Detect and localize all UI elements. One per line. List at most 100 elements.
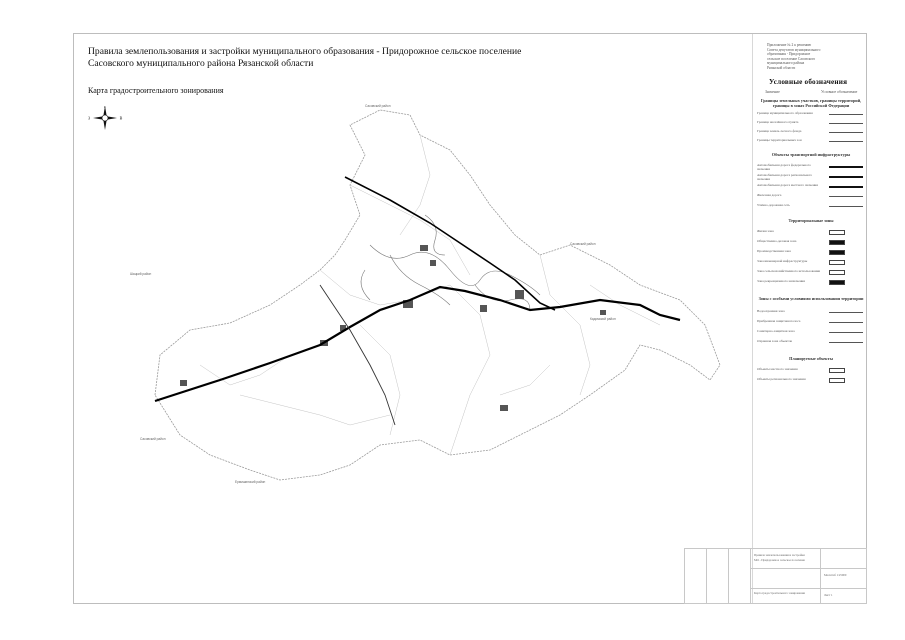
title-line-2: Сасовского муниципального района Рязанск… [88, 58, 314, 69]
map-label-5: Ермишинский район [235, 480, 266, 484]
legend-line-symbol [829, 123, 863, 124]
page-title: Правила землепользования и застройки мун… [88, 46, 608, 70]
legend-item: Граница земель лесного фонда [757, 129, 865, 136]
stamp-line: Лист 1 [824, 593, 833, 597]
legend-item: Автомобильная дорога регионального значе… [757, 173, 865, 181]
legend-thick-line-symbol [829, 166, 863, 168]
approval-note: Приложение № 2 к решению Совета депутато… [767, 43, 857, 71]
legend-item: Зона рекреационного назначения [757, 279, 865, 286]
legend-box-symbol [829, 368, 845, 373]
legend-item-label: Граница земель лесного фонда [757, 129, 802, 133]
approval-line: муниципального района [767, 61, 805, 66]
legend-item: Границы территориальных зон [757, 138, 865, 145]
approval-line: Рязанской области [767, 65, 796, 70]
stamp-divider [750, 548, 751, 604]
legend-item-label: Граница населённого пункта [757, 120, 799, 124]
railway [319, 284, 396, 426]
legend-line-symbol [829, 196, 863, 197]
legend-filled-box-symbol [829, 240, 845, 245]
approval-line: сельское поселение Сасовского [767, 56, 816, 61]
legend-item-label: Улично-дорожная сеть [757, 203, 790, 207]
legend-item-label: Граница муниципального образования [757, 111, 813, 115]
legend-thick-line-symbol [829, 176, 863, 178]
stamp-divider [728, 548, 729, 604]
legend-item-label: Охранная зона объектов [757, 339, 792, 343]
legend-filled-box-symbol [829, 280, 845, 285]
legend-item-label: Границы территориальных зон [757, 138, 802, 142]
legend-item: Производственная зона [757, 249, 865, 256]
stamp-line: МО - Придорожное сельское поселение [754, 558, 805, 562]
compass-east-label: В [120, 116, 123, 121]
river-network [360, 214, 541, 311]
map-label-2: Шацкий район [130, 272, 151, 276]
legend-header-name: Значение [765, 90, 780, 94]
legend-item: Граница населённого пункта [757, 120, 865, 127]
map-sheet-frame [73, 33, 867, 604]
stamp-divider [706, 548, 707, 604]
map-label-3: Сасовский район [570, 242, 596, 246]
legend-item: Охранная зона объектов [757, 339, 865, 346]
map-name: Карта градостроительного зонирования [88, 86, 224, 95]
legend-item-label: Зона сельскохозяйственного использования [757, 269, 820, 273]
legend-line-symbol [829, 342, 863, 343]
legend-item: Водоохранная зона [757, 309, 865, 316]
stamp-divider [820, 548, 821, 604]
stamp-line: Масштаб 1:25000 [824, 573, 847, 577]
stamp-divider [750, 588, 867, 589]
legend-box-symbol [829, 378, 845, 383]
legend-item: Улично-дорожная сеть [757, 203, 865, 210]
legend-item-label: Объекты местного значения [757, 367, 798, 371]
approval-line: Приложение № 2 к решению [767, 43, 812, 47]
legend-box-symbol [829, 260, 845, 265]
map-label-4: Кадомский район [590, 317, 616, 321]
legend-item: Автомобильная дорога местного значения [757, 183, 865, 190]
approval-line: образования - Придорожное [767, 52, 811, 57]
legend-section-heading: Объекты транспортной инфраструктуры [771, 152, 851, 157]
legend-item-label: Железная дорога [757, 193, 782, 197]
legend-item-label: Зона инженерной инфраструктуры [757, 259, 808, 263]
municipal-boundary [154, 109, 721, 481]
legend-section-heading: Зоны с особыми условиями использования т… [758, 296, 864, 301]
legend-section-heading: Границы земельных участков, границы терр… [760, 98, 862, 108]
stamp-divider [750, 568, 867, 569]
legend-section-heading: Территориальные зоны [788, 218, 834, 223]
title-line-1: Правила землепользования и застройки мун… [88, 46, 522, 57]
legend-item-label: Производственная зона [757, 249, 791, 253]
regional-highway [344, 176, 556, 311]
legend-item-label: Общественно-деловая зона [757, 239, 797, 243]
legend-title: Условные обозначения [769, 78, 848, 86]
legend-item-label: Зона рекреационного назначения [757, 279, 805, 283]
legend-line-symbol [829, 206, 863, 207]
legend-item-label: Санитарно-защитная зона [757, 329, 795, 333]
stamp-line: Правила землепользования и застройки [754, 553, 805, 557]
map-label-1: Сасовский район [365, 104, 391, 108]
legend-line-symbol [829, 322, 863, 323]
legend-panel: Приложение № 2 к решению Совета депутато… [752, 34, 867, 604]
legend-box-symbol [829, 230, 845, 235]
legend-item-label: Жилая зона [757, 229, 774, 233]
legend-header-symbol: Условное обозначение [821, 90, 858, 94]
legend-item: Прибрежная защитная полоса [757, 319, 865, 326]
legend-line-symbol [829, 312, 863, 313]
compass-rose-icon: С З В [88, 105, 123, 130]
legend-item: Автомобильная дорога федерального значен… [757, 163, 865, 171]
legend-filled-box-symbol [829, 250, 845, 255]
legend-line-symbol [829, 132, 863, 133]
legend-section-heading: Планируемые объекты [789, 356, 833, 361]
legend-item: Зона инженерной инфраструктуры [757, 259, 865, 266]
legend-line-symbol [829, 114, 863, 115]
legend-box-symbol [829, 270, 845, 275]
zoning-map: Сасовский район Шацкий район Сасовский р… [130, 104, 721, 484]
legend-item-label: Прибрежная защитная полоса [757, 319, 801, 323]
legend-item: Санитарно-защитная зона [757, 329, 865, 336]
legend-item: Зона сельскохозяйственного использования [757, 269, 865, 276]
approval-line: Совета депутатов муниципального [767, 47, 821, 52]
legend-item: Объекты регионального значения [757, 377, 865, 384]
legend-line-symbol [829, 332, 863, 333]
compass-west-label: З [88, 116, 90, 121]
internal-boundaries [199, 134, 661, 456]
legend-item: Объекты местного значения [757, 367, 865, 374]
stamp-outer-cell [684, 548, 867, 604]
stamp-line: Карта градостроительного зонирования [754, 591, 805, 595]
federal-highway [154, 285, 681, 403]
